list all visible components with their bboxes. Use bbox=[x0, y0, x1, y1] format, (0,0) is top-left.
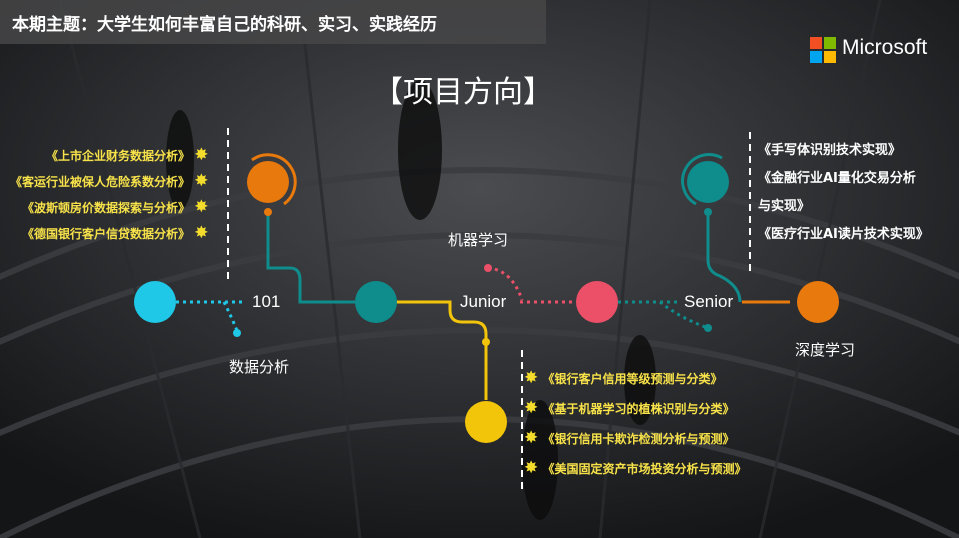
list-item: ✸ 《银行信用卡欺诈检测分析与预测》 bbox=[524, 428, 735, 448]
star-icon: ✸ bbox=[524, 368, 539, 388]
level-senior-label: Senior bbox=[684, 292, 734, 311]
path-senior-up bbox=[706, 212, 742, 303]
project-list-deep-learning: 《手写体识别技术实现》 《金融行业AI量化交易分析 与实现》 《医疗行业AI读片… bbox=[758, 137, 929, 249]
node-deep-learning-circle bbox=[797, 281, 839, 323]
page-topic-title: 本期主题：大学生如何丰富自己的科研、实习、实践经历 bbox=[12, 15, 437, 35]
node-pink-circle bbox=[576, 281, 618, 323]
list-item: ✸ 《美国固定资产市场投资分析与预测》 bbox=[524, 458, 747, 478]
connector-dot bbox=[484, 264, 492, 272]
list-item: ✸ 《基于机器学习的植株识别与分类》 bbox=[524, 398, 735, 418]
list-item: 《金融行业AI量化交易分析 bbox=[758, 171, 916, 186]
star-icon: ✸ bbox=[524, 458, 539, 478]
node-junior-teal-circle bbox=[355, 281, 397, 323]
star-icon: ✸ bbox=[524, 428, 539, 448]
path-101-to-teal bbox=[266, 212, 356, 304]
level-junior-label: Junior bbox=[460, 292, 507, 311]
project-list-data-analysis: 《上市企业财务数据分析》 ✸ 《客运行业被保人危险系数分析》 ✸ 《波斯顿房价数… bbox=[10, 143, 208, 247]
connector-dot bbox=[704, 208, 712, 216]
list-item: 《波斯顿房价数据探索与分析》 ✸ bbox=[22, 197, 209, 217]
list-item: ✸ 《银行客户信用等级预测与分类》 bbox=[524, 368, 723, 388]
path-teal-to-junior bbox=[396, 300, 488, 400]
dotted-connector-data-analysis bbox=[222, 301, 240, 334]
star-icon: ✸ bbox=[194, 171, 209, 191]
star-icon: ✸ bbox=[524, 398, 539, 418]
dotted-connector-ml bbox=[487, 266, 524, 301]
topic-deep-learning-label: 深度学习 bbox=[795, 341, 856, 359]
microsoft-logo-icon bbox=[810, 37, 836, 63]
node-ml-circle bbox=[465, 401, 507, 443]
project-list-machine-learning: ✸ 《银行客户信用等级预测与分类》 ✸ 《基于机器学习的植株识别与分类》 ✸ 《… bbox=[524, 364, 746, 484]
orange-arc bbox=[251, 153, 297, 206]
topic-data-analysis-label: 数据分析 bbox=[229, 358, 290, 376]
brand-name: Microsoft bbox=[842, 36, 928, 59]
list-item: 《客运行业被保人危险系数分析》 ✸ bbox=[10, 171, 209, 191]
slide-title: 【项目方向】 bbox=[373, 75, 553, 110]
dotted-connector-senior-down bbox=[659, 300, 709, 330]
list-item: 《德国银行客户信贷数据分析》 ✸ bbox=[22, 223, 209, 243]
star-icon: ✸ bbox=[194, 197, 209, 217]
connector-dot bbox=[264, 208, 272, 216]
star-icon: ✸ bbox=[194, 223, 209, 243]
list-item: 《上市企业财务数据分析》 ✸ bbox=[46, 145, 209, 165]
level-101-label: 101 bbox=[252, 292, 281, 311]
node-start-circle bbox=[134, 281, 176, 323]
star-icon: ✸ bbox=[194, 145, 209, 165]
connector-dot bbox=[233, 329, 241, 337]
teal-arc bbox=[681, 153, 723, 206]
node-senior-circle bbox=[687, 161, 729, 203]
header-banner: 本期主题：大学生如何丰富自己的科研、实习、实践经历 bbox=[0, 0, 546, 44]
connector-dot bbox=[482, 338, 490, 346]
list-item: 《手写体识别技术实现》 bbox=[758, 143, 902, 158]
list-item: 与实现》 bbox=[758, 199, 811, 214]
connector-dot bbox=[704, 324, 712, 332]
list-item: 《医疗行业AI读片技术实现》 bbox=[758, 227, 929, 242]
node-101-circle bbox=[247, 161, 289, 203]
topic-machine-learning-label: 机器学习 bbox=[448, 231, 509, 249]
